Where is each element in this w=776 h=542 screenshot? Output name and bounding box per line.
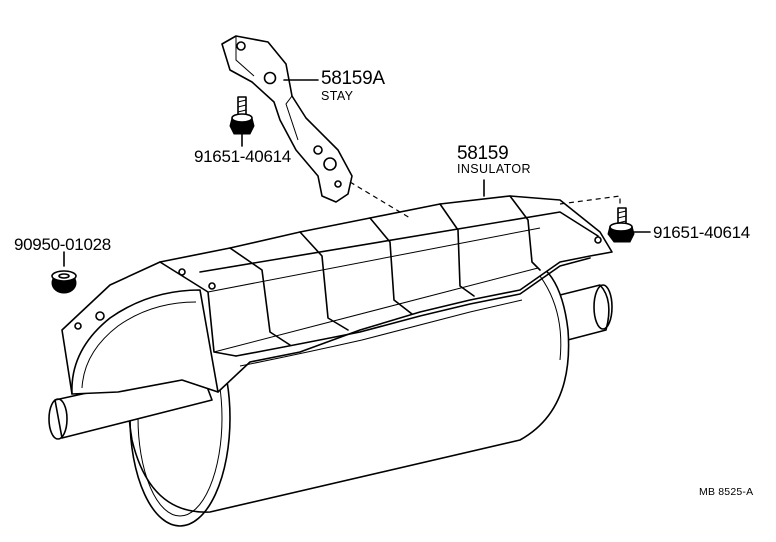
figure-reference: MB 8525-A — [699, 486, 754, 498]
stay-bracket — [221, 35, 353, 203]
grommet-icon — [51, 270, 77, 294]
leader-lines — [63, 79, 651, 267]
grommet-part-number: 90950-01028 — [14, 235, 111, 254]
insulator-shield — [61, 195, 613, 395]
insulator-part-name: INSULATOR — [457, 162, 531, 176]
bolt-right-icon — [607, 207, 635, 243]
stay-part-name: STAY — [321, 89, 354, 103]
insulator-part-number: 58159 — [457, 143, 509, 164]
bolt-left-icon — [229, 96, 255, 135]
stay-part-number: 58159A — [321, 68, 385, 89]
bolt-left-part-number: 91651-40614 — [194, 147, 291, 166]
bolt-right-part-number: 91651-40614 — [653, 223, 750, 242]
